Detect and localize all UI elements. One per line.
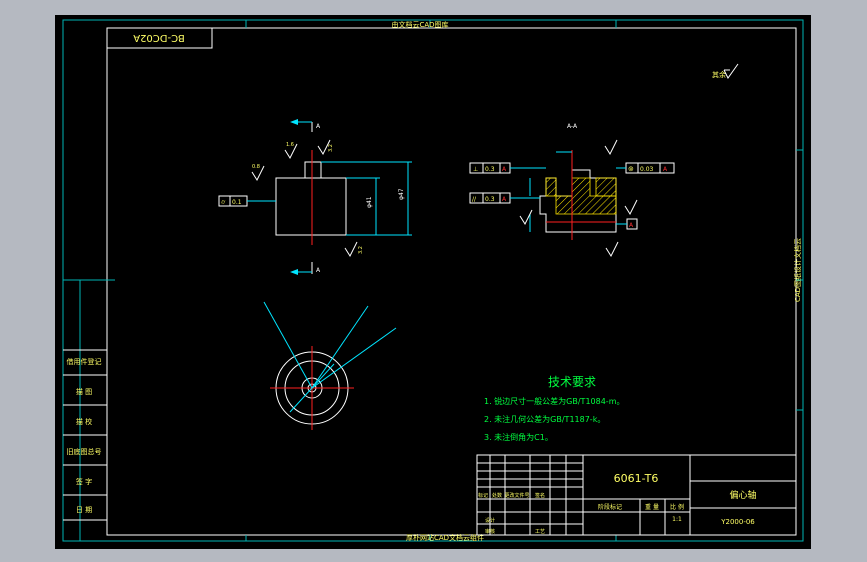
- bottom-center-label: 厚朴网站CAD文档云组件: [406, 533, 484, 542]
- section-label: A-A: [567, 123, 578, 130]
- tol-par-datum: A: [502, 196, 507, 203]
- general-roughness-label: 其余: [712, 70, 726, 79]
- general-roughness-mark: 其余: [712, 63, 739, 79]
- title-scale-label: 比 例: [670, 503, 684, 511]
- notes-title: 技术要求: [548, 375, 596, 389]
- tol-perp-symbol: ⊥: [473, 166, 478, 173]
- section-view: A-A A ⊥ 0.3 A // 0.3 A: [469, 123, 675, 258]
- side-strip-label: CAD图纸设计文档云: [793, 238, 802, 302]
- title-row-label-1: 标记: [478, 492, 488, 499]
- notes-item-3: 3. 未注倒角为C1。: [484, 432, 553, 442]
- title-lower-label-3: 工艺: [535, 529, 545, 535]
- front-view: A A φ41 φ47 0.8 1.6 3.2 3.2 ⌭ 0.1: [218, 119, 412, 275]
- title-row-label-2: 处数: [492, 492, 502, 499]
- top-view: [263, 301, 397, 430]
- tol-par-value: 0.3: [485, 196, 495, 203]
- title-block: [476, 454, 797, 536]
- title-weight-label: 重 量: [645, 503, 659, 511]
- datum-a: A: [629, 222, 634, 229]
- tol-perp-datum: A: [502, 166, 507, 173]
- left-strip-row-6: 日 期: [76, 506, 92, 514]
- tol-frame-left-value: 0.1: [232, 199, 242, 206]
- top-center-label: 由文档云CAD图库: [391, 20, 448, 29]
- tol-conc-symbol: ⊚: [628, 165, 634, 173]
- drawing-sheet: [55, 15, 811, 549]
- left-strip-row-3: 描 校: [76, 417, 92, 426]
- frame-ticks: [245, 20, 803, 541]
- tol-conc-value: 0.03: [640, 166, 654, 173]
- drawing-code-text: BC-DC02A: [133, 32, 185, 43]
- left-strip-row-5: 签 字: [76, 477, 92, 486]
- title-part-number: Y2000-06: [720, 518, 755, 526]
- title-lower-label-2: 审核: [485, 528, 495, 535]
- title-scale-value: 1:1: [672, 516, 682, 523]
- tol-par-symbol: //: [472, 196, 477, 203]
- dim-phi41: φ41: [366, 196, 373, 208]
- left-strip: [63, 279, 115, 541]
- left-strip-row-1: 借用件登记: [67, 357, 102, 366]
- title-row-label-4: 签名: [535, 492, 545, 499]
- dim-phi47: φ47: [398, 188, 405, 200]
- inner-frame: [106, 27, 797, 536]
- view-marker-top: A: [316, 123, 321, 130]
- notes-item-2: 2. 未注几何公差为GB/T1187-k。: [484, 414, 605, 424]
- view-marker-bottom: A: [316, 267, 321, 274]
- left-strip-row-2: 描 图: [76, 387, 92, 396]
- title-row-label-3: 更改文件号: [504, 492, 529, 499]
- roughness-32a: 3.2: [328, 144, 334, 152]
- tol-conc-datum: A: [663, 166, 668, 173]
- title-material: 6061-T6: [614, 472, 659, 485]
- roughness-08: 0.8: [252, 164, 260, 170]
- drawing-code-box: [106, 27, 213, 49]
- title-part-name: 偏心轴: [729, 489, 756, 501]
- title-lower-label-1: 设计: [485, 517, 495, 524]
- left-strip-row-4: 旧底图总号: [67, 447, 102, 456]
- tol-perp-value: 0.3: [485, 166, 495, 173]
- title-stage-label: 阶段标记: [598, 503, 622, 511]
- notes-item-1: 1. 锐边尺寸一般公差为GB/T1084-m。: [484, 396, 624, 406]
- tol-frame-left-symbol: ⌭: [221, 199, 226, 206]
- roughness-32b: 3.2: [358, 246, 364, 254]
- roughness-16: 1.6: [286, 142, 294, 148]
